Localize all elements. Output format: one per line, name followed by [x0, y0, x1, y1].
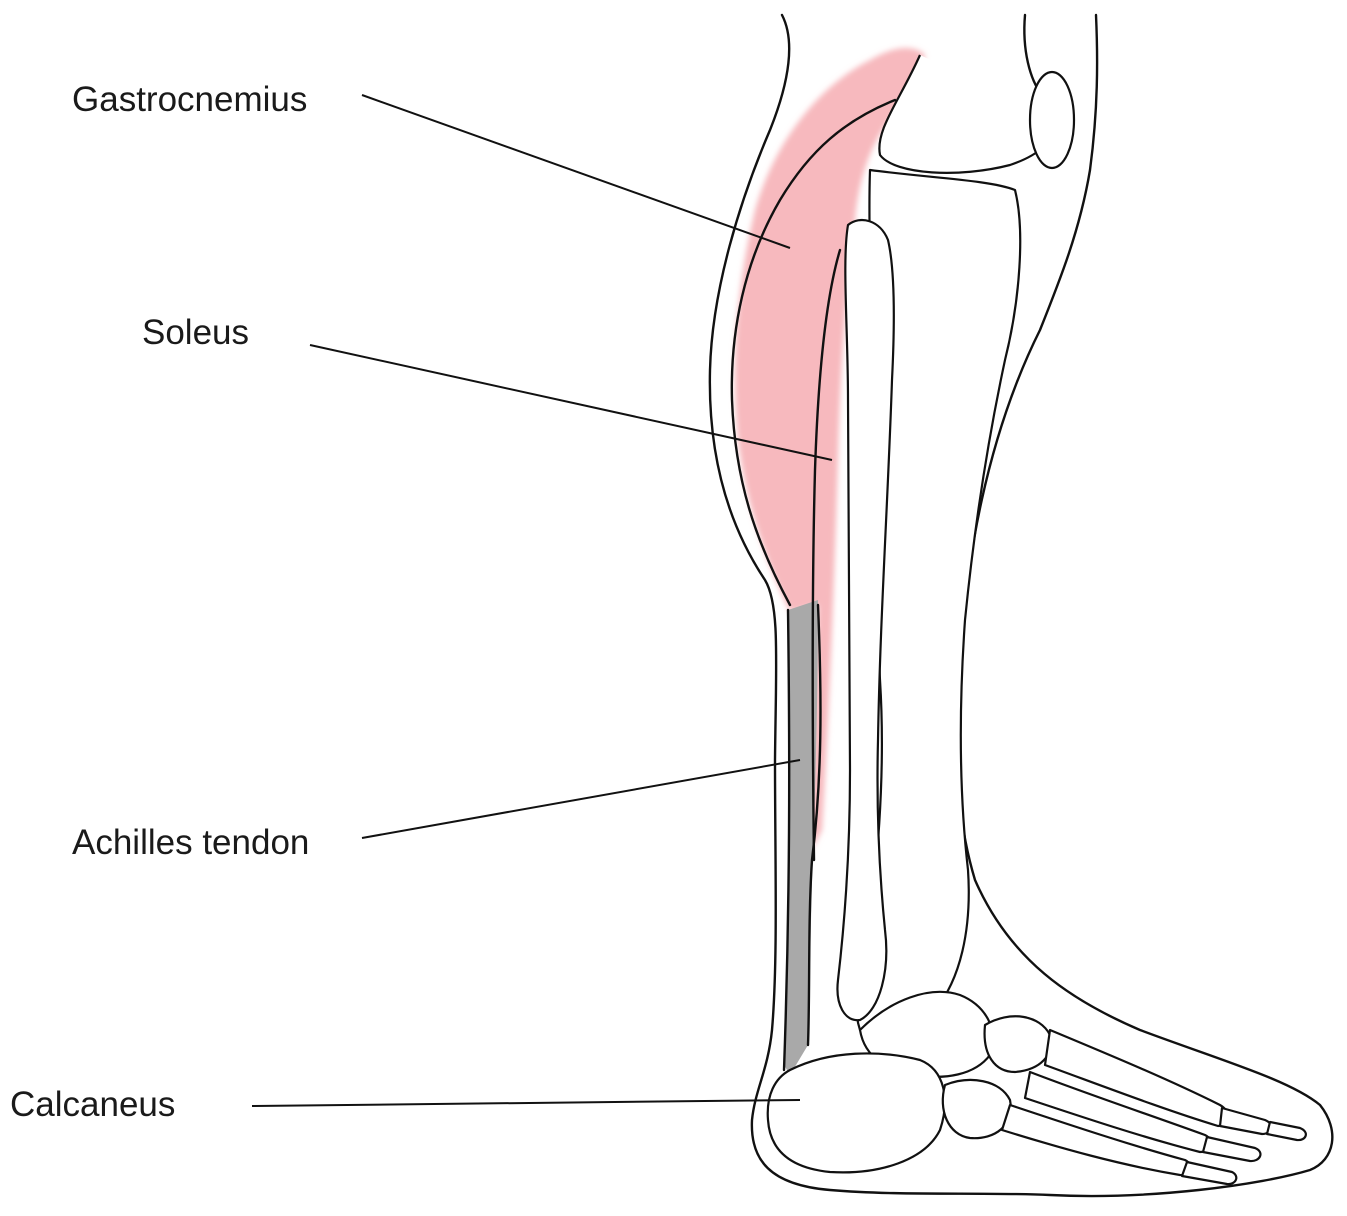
label-soleus: Soleus: [142, 313, 249, 352]
calcaneus-bone: [768, 1053, 945, 1172]
phalanges-4: [1267, 1122, 1306, 1140]
cuboid: [943, 1080, 1011, 1138]
phalanges-2: [1203, 1137, 1260, 1161]
label-calcaneus: Calcaneus: [10, 1085, 175, 1124]
phalanges-3: [1182, 1162, 1236, 1184]
label-achilles-tendon: Achilles tendon: [72, 823, 309, 862]
patella: [1030, 72, 1074, 168]
calcaneus-leader: [252, 1100, 800, 1106]
gastrocnemius-leader: [362, 95, 790, 248]
achilles-leader: [362, 760, 800, 838]
navicular: [985, 1016, 1051, 1072]
phalanges-1: [1220, 1108, 1271, 1134]
label-gastrocnemius: Gastrocnemius: [72, 80, 307, 119]
